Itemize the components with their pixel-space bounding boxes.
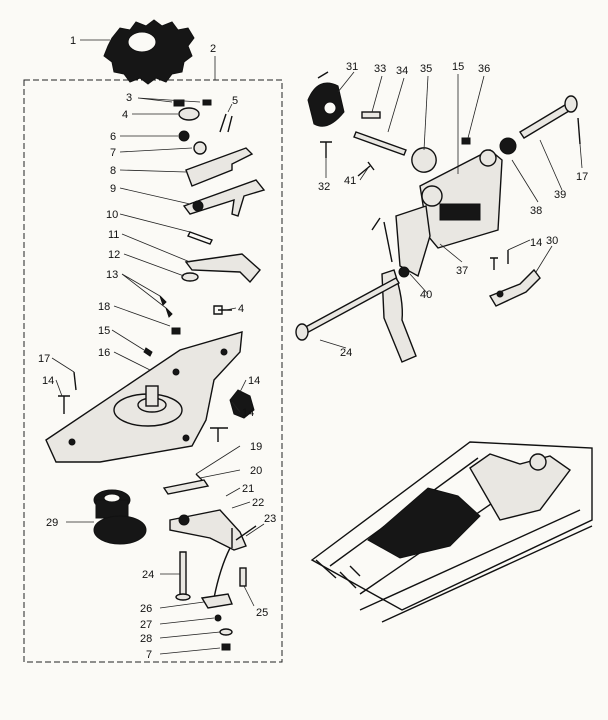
part-36-block — [461, 137, 471, 145]
part-17-pin — [73, 371, 77, 391]
label-6: 6 — [110, 131, 116, 143]
part-29-gear — [93, 489, 147, 545]
callout-labels: 1 2 3 4 5 6 7 8 9 10 11 12 13 4 18 15 16… — [38, 35, 588, 661]
label-35: 35 — [420, 63, 432, 75]
label-32: 32 — [318, 181, 330, 193]
part-14-screw-left — [58, 395, 70, 414]
part-27-washer — [214, 614, 222, 622]
part-25-pin — [239, 567, 247, 587]
label-14b: 14 — [248, 375, 260, 387]
part-12-washer — [181, 272, 199, 282]
label-11: 11 — [108, 229, 119, 241]
label-17b: 17 — [576, 171, 588, 183]
label-13: 13 — [106, 269, 118, 281]
part-28-washer — [219, 628, 233, 636]
part-10-pin — [187, 231, 213, 245]
part-40-lever — [371, 217, 417, 363]
label-18: 18 — [98, 301, 110, 313]
part-34-shaft — [353, 131, 407, 156]
label-29: 29 — [46, 517, 58, 529]
label-22: 22 — [252, 497, 264, 509]
label-24a: 24 — [142, 569, 154, 581]
part-14-screw-right — [490, 250, 509, 270]
leader-lines — [51, 39, 583, 655]
part-35-disc — [411, 147, 437, 173]
part-26-bracket — [200, 593, 233, 609]
label-7: 7 — [110, 147, 116, 159]
label-4: 4 — [122, 109, 128, 121]
label-28: 28 — [140, 633, 152, 645]
part-13-screws — [159, 295, 173, 318]
part-1-gear-ring — [103, 19, 195, 85]
label-33: 33 — [374, 63, 386, 75]
label-30: 30 — [546, 235, 558, 247]
label-39: 39 — [554, 189, 566, 201]
hardware-stack — [173, 99, 233, 155]
label-7b: 7 — [146, 649, 152, 661]
part-21-lever-assembly — [169, 509, 257, 551]
part-24-bolt — [179, 551, 187, 597]
part-33-pin — [361, 111, 381, 119]
part-9-lever — [182, 179, 266, 217]
label-3: 3 — [126, 92, 132, 104]
label-15b: 15 — [452, 61, 464, 73]
label-19: 19 — [250, 441, 262, 453]
label-21: 21 — [242, 483, 254, 495]
part-31-roller — [307, 71, 345, 127]
part-30-bracket — [488, 268, 541, 307]
label-14a: 14 — [42, 375, 54, 387]
label-16: 16 — [98, 347, 110, 359]
label-36: 36 — [478, 63, 490, 75]
part-38-collar — [499, 137, 517, 155]
label-24c: 24 — [340, 347, 352, 359]
label-4b: 4 — [238, 303, 244, 315]
label-14d: 14 — [530, 237, 542, 249]
label-2: 2 — [210, 43, 216, 55]
label-41: 41 — [344, 175, 356, 187]
part-41-screw — [357, 161, 375, 177]
part-8-bracket — [185, 147, 254, 187]
part-19-slide — [162, 479, 210, 495]
machine-interior-view — [310, 441, 593, 623]
label-1: 1 — [70, 35, 76, 47]
part-16-base-plate — [45, 331, 243, 463]
label-26: 26 — [140, 603, 152, 615]
label-31: 31 — [346, 61, 358, 73]
part-11-plate — [184, 253, 261, 284]
label-34: 34 — [396, 65, 408, 77]
part-32-screw — [320, 141, 332, 158]
label-15: 15 — [98, 325, 110, 337]
label-14c: 14 — [242, 407, 254, 419]
label-40: 40 — [420, 289, 432, 301]
part-15-knob — [229, 389, 255, 419]
label-27: 27 — [140, 619, 152, 631]
label-38: 38 — [530, 205, 542, 217]
label-37: 37 — [456, 265, 468, 277]
part-37-frame — [395, 149, 503, 278]
label-12: 12 — [108, 249, 120, 261]
label-17: 17 — [38, 353, 50, 365]
label-5: 5 — [232, 95, 238, 107]
label-9: 9 — [110, 183, 116, 195]
label-10: 10 — [106, 209, 118, 221]
label-25: 25 — [256, 607, 268, 619]
part-17-pin-right — [577, 117, 581, 145]
label-23: 23 — [264, 513, 276, 525]
label-20: 20 — [250, 465, 262, 477]
label-8: 8 — [110, 165, 116, 177]
